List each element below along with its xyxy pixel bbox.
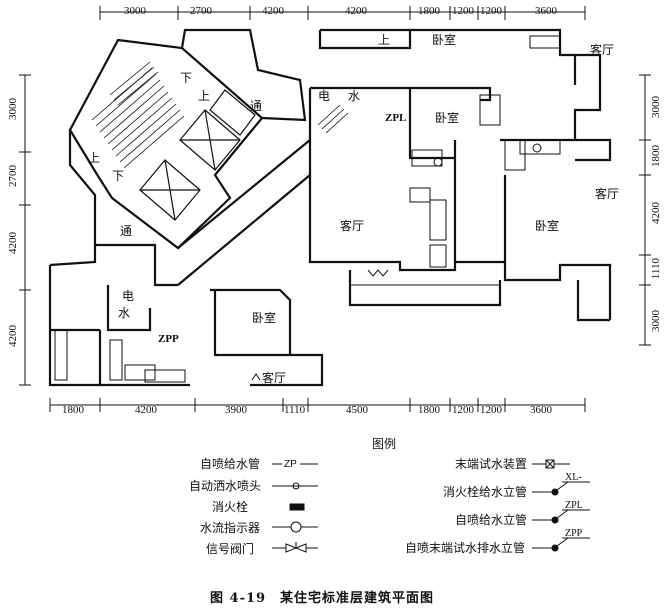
- dim-bottom-4: 1110: [284, 404, 306, 416]
- room-label-bedroom: 卧室: [535, 219, 560, 233]
- stair-treads: [91, 61, 349, 169]
- dim-top-3: 4200: [262, 5, 284, 17]
- room-label-vent: 通: [250, 99, 263, 113]
- dim-top-1: 3000: [124, 5, 146, 17]
- legend-item-sprinkler-riser: 自喷给水立管: [455, 513, 528, 527]
- pipe-label-zpl: ZPL: [385, 112, 407, 124]
- dim-bottom-5: 4500: [346, 404, 368, 416]
- room-label-bedroom: 卧室: [435, 111, 460, 125]
- room-label-up: 上: [88, 151, 101, 165]
- riser-icon: [532, 537, 590, 552]
- riser-icon: [532, 509, 590, 524]
- riser-icon: [532, 481, 590, 496]
- room-label-elec: 电: [318, 89, 331, 103]
- dim-bottom-1: 1800: [62, 404, 84, 416]
- room-label-down: 下: [180, 71, 193, 85]
- fixtures: [54, 35, 561, 383]
- room-label-living: 客厅: [595, 187, 620, 201]
- right-dimension-line: [639, 74, 651, 346]
- room-label-living: 客厅: [262, 371, 287, 385]
- room-label-water: 水: [348, 89, 361, 103]
- end-test-device-icon: [532, 459, 570, 469]
- legend-code-xl: XL-: [565, 472, 582, 483]
- dim-bottom-8: 1200: [480, 404, 502, 416]
- elevator-shafts: [139, 89, 256, 221]
- legend-item-signal-valve: 信号阀门: [206, 542, 255, 556]
- fire-hydrant-icon: [289, 503, 305, 511]
- legend-item-sprinkler-head: 自动洒水喷头: [189, 479, 262, 493]
- windows: [251, 269, 501, 381]
- walls: [48, 28, 612, 387]
- flow-indicator-icon: [272, 521, 318, 533]
- room-label-down: 下: [112, 169, 125, 183]
- dim-bottom-9: 3600: [530, 404, 552, 416]
- room-label-bedroom: 卧室: [432, 33, 457, 47]
- dim-top-2: 2700: [190, 5, 212, 17]
- dim-bottom-6: 1800: [418, 404, 440, 416]
- sprinkler-head-icon: [272, 482, 318, 490]
- dim-top-5: 1800: [418, 5, 440, 17]
- top-dimension-line: [99, 6, 586, 20]
- pipe-label-zpp: ZPP: [158, 333, 179, 345]
- figure-caption: 图 4-19 某住宅标准层建筑平面图: [210, 591, 435, 606]
- legend-item-hydrant-riser: 消火栓给水立管: [443, 485, 528, 499]
- dim-bottom-7: 1200: [452, 404, 474, 416]
- dim-top-6: 1200: [452, 5, 474, 17]
- room-label-elec: 电: [122, 289, 135, 303]
- bottom-dimension-line: [49, 398, 586, 412]
- room-label-living: 客厅: [340, 219, 365, 233]
- room-label-up: 上: [378, 33, 391, 47]
- signal-valve-icon: [272, 542, 318, 553]
- legend-item-drain-riser: 自喷末端试水排水立管: [405, 541, 526, 555]
- left-dimension-line: [19, 74, 31, 386]
- legend-item-end-test-device: 末端试水装置: [455, 457, 528, 471]
- legend-item-flow-indicator: 水流指示器: [200, 521, 261, 535]
- dim-bottom-3: 3900: [225, 404, 247, 416]
- dim-bottom-2: 4200: [135, 404, 157, 416]
- room-label-water: 水: [118, 306, 131, 320]
- legend-title: 图例: [372, 437, 397, 451]
- legend-item-fire-hydrant: 消火栓: [212, 500, 249, 514]
- legend-code-zpp: ZPP: [565, 528, 583, 539]
- dim-top-7: 1200: [480, 5, 502, 17]
- room-label-vent: 通: [120, 224, 133, 238]
- room-label-up: 上: [198, 89, 211, 103]
- legend-code-zpl: ZPL: [565, 500, 583, 511]
- legend-item-sprinkler-pipe: 自喷给水管: [200, 457, 261, 471]
- room-label-bedroom: 卧室: [252, 311, 277, 325]
- room-label-living: 客厅: [590, 43, 615, 57]
- dim-top-4: 4200: [345, 5, 367, 17]
- legend-code-zp: ZP: [284, 459, 297, 470]
- dim-top-8: 3600: [535, 5, 557, 17]
